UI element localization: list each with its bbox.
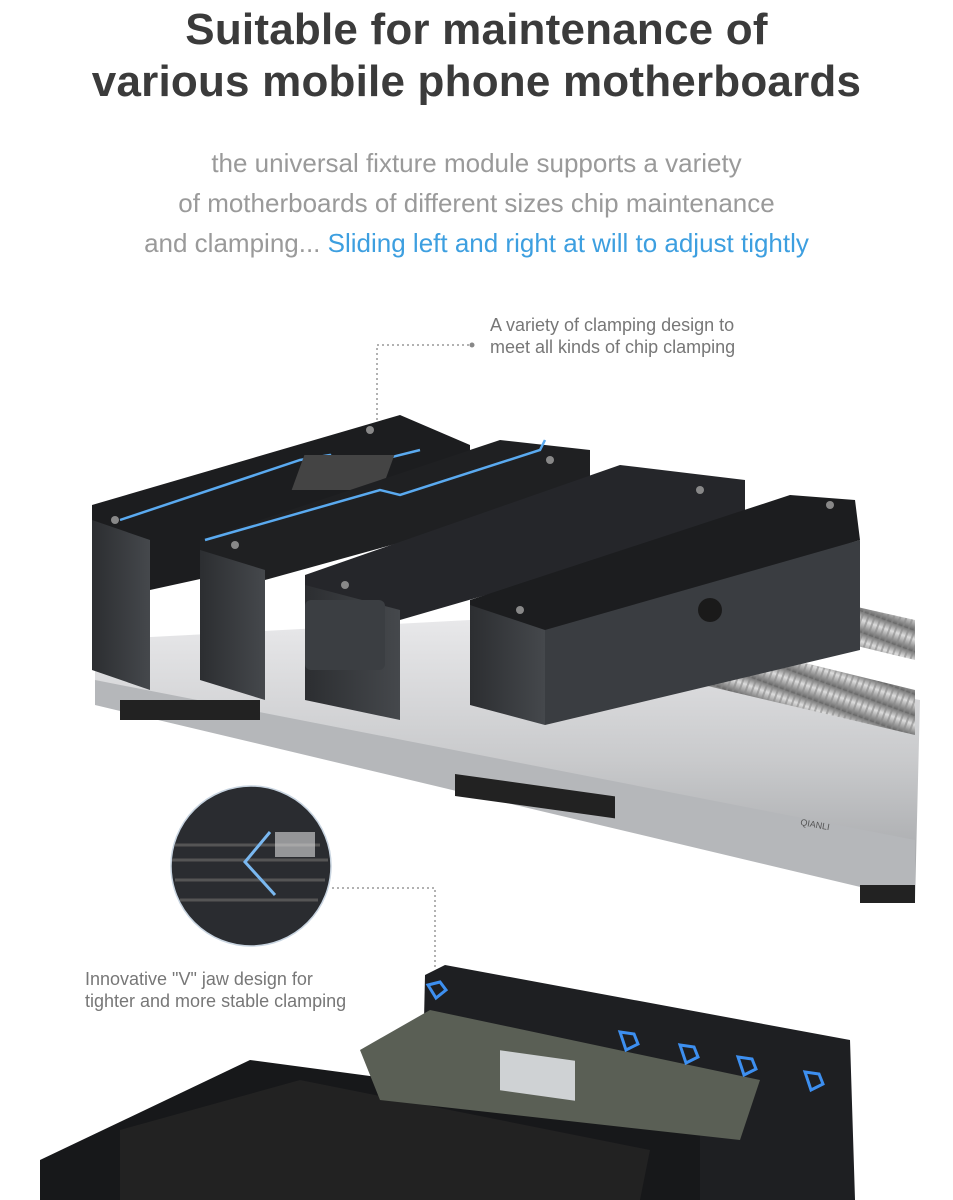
- description-line-3: and clamping... Sliding left and right a…: [0, 223, 953, 263]
- aluminum-base-plate: [95, 620, 920, 903]
- clamp-block-2: [200, 439, 590, 700]
- v-jaw-detail-magnifier: [170, 785, 332, 947]
- screw-heads: [111, 426, 834, 614]
- callout-2-line-1: Innovative "V" jaw design for: [85, 969, 313, 989]
- description-line-2: of motherboards of different sizes chip …: [178, 188, 775, 218]
- clamp-block-3: [305, 465, 745, 720]
- callout-1-line-1: A variety of clamping design to: [490, 315, 735, 335]
- callout-2-line-2: tighter and more stable clamping: [85, 991, 347, 1011]
- clamp-block-4: [470, 495, 860, 725]
- fixture-with-motherboard: [40, 965, 855, 1200]
- callout-v-jaw: Innovative "V" jaw design for tighter an…: [85, 968, 346, 1012]
- description-highlight-text: Sliding left and right at will to adjust…: [327, 228, 809, 258]
- description-gray-text: and clamping...: [144, 228, 321, 258]
- callout-2-leader: [332, 887, 436, 970]
- headline-line-2: various mobile phone motherboards: [91, 57, 862, 106]
- callout-clamping-design: A variety of clamping design to meet all…: [490, 314, 735, 358]
- description-line-1: the universal fixture module supports a …: [211, 148, 742, 178]
- callout-1-line-2: meet all kinds of chip clamping: [490, 337, 736, 357]
- headline-line-1: Suitable for maintenance of: [185, 5, 768, 54]
- callout-1-leader: [376, 342, 475, 420]
- clamp-block-left: [92, 415, 470, 690]
